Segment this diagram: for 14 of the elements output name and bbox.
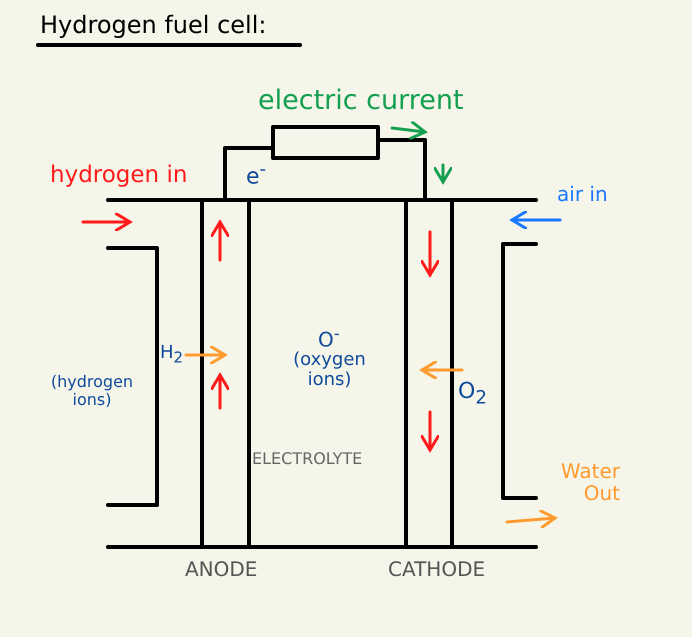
electrolyte-label: ELECTROLYTE — [252, 450, 362, 468]
molecule-label: H$_{2}$ — [160, 343, 184, 366]
molecule-label: O$_{2}$ — [458, 380, 487, 409]
inlet-label: hydrogen in — [50, 163, 188, 188]
electron-label: e$^{-}$ — [246, 160, 266, 190]
ion-label: (hydrogen ions) — [50, 373, 134, 408]
inlet-label: air in — [557, 183, 608, 205]
outlet-label: Water Out — [560, 460, 620, 504]
current-label: electric current — [258, 86, 464, 116]
diagram-title: Hydrogen fuel cell: — [40, 12, 266, 38]
ion-label: O$^{-}$ — [318, 325, 340, 351]
electrode-label: CATHODE — [388, 558, 486, 580]
ion-label: (oxygen ions) — [292, 350, 367, 390]
electrode-label: ANODE — [185, 558, 258, 580]
